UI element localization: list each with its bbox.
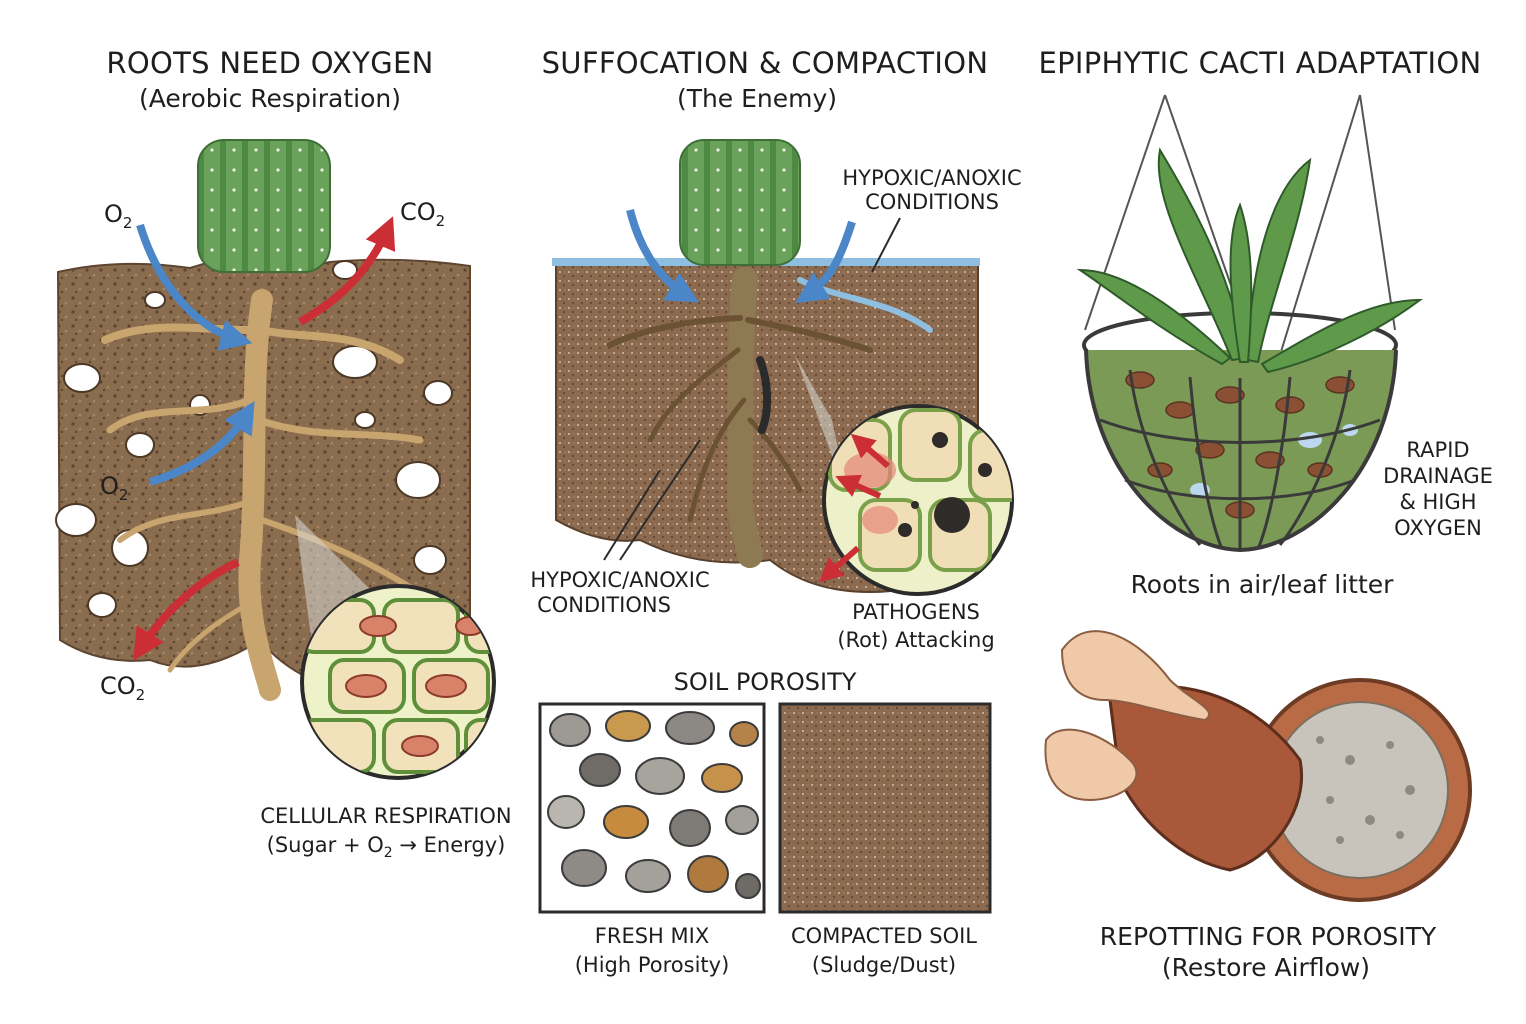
drainage-label-line3: & HIGH xyxy=(1399,490,1477,514)
pathogens-label-line2: (Rot) Attacking xyxy=(837,628,995,652)
hypoxic-label-top-line1: HYPOXIC/ANOXIC xyxy=(842,166,1022,190)
compacted-soil-swatch xyxy=(778,702,992,914)
pathogen-arrow-1 xyxy=(850,433,890,469)
healthy-roots xyxy=(101,289,433,701)
roots-subtitle: (Aerobic Respiration) xyxy=(138,84,402,113)
leader-line-top xyxy=(871,217,901,273)
rotting-roots xyxy=(607,267,873,568)
drainage-label-line1: RAPID xyxy=(1406,438,1470,462)
co2-label-upper: CO2 xyxy=(400,198,446,230)
epiphytic-title: EPIPHYTIC CACTI ADAPTATION xyxy=(1038,46,1482,80)
hanging-wires xyxy=(1084,94,1396,356)
oxygen-arrow-upper xyxy=(136,223,253,351)
hanging-basket-illustration xyxy=(1076,94,1424,553)
suffocation-subtitle: (The Enemy) xyxy=(676,84,838,113)
repotting-title: REPOTTING FOR POROSITY xyxy=(1099,922,1437,951)
mitochondria-magnifier xyxy=(300,584,496,780)
roots-title: ROOTS NEED OXYGEN xyxy=(106,46,434,80)
drainage-label-line4: OXYGEN xyxy=(1394,516,1482,540)
root-ball xyxy=(1108,685,1303,872)
fresh-mix-swatch xyxy=(538,702,766,914)
basket-ribs xyxy=(1099,369,1381,550)
hypoxic-label-top-line2: CONDITIONS xyxy=(865,190,999,214)
rot-lesion xyxy=(756,356,772,434)
oxygen-arrow-lower xyxy=(148,401,255,486)
epiphytic-caption: Roots in air/leaf litter xyxy=(1130,570,1394,599)
compacted-soil-label: COMPACTED SOIL xyxy=(791,924,977,948)
epiphyllum-leaves xyxy=(1076,147,1424,374)
compacted-soil-sublabel: (Sludge/Dust) xyxy=(811,953,957,977)
hypoxic-label-bottom-line2: CONDITIONS xyxy=(537,593,671,617)
fresh-mix-label: FRESH MIX xyxy=(594,924,710,948)
pathogen-magnifier xyxy=(822,404,1014,596)
cactus-stem xyxy=(197,139,331,273)
cellular-respiration-equation: (Sugar + O2 → Energy) xyxy=(266,833,506,862)
cactus-stem-stressed xyxy=(679,139,801,266)
drainage-label-line2: DRAINAGE xyxy=(1383,464,1493,488)
pathogen-arrow-2 xyxy=(835,474,882,499)
suffocated-root-illustration xyxy=(552,139,1014,596)
soil-porosity-title: SOIL POROSITY xyxy=(673,668,857,696)
co2-arrow-upper xyxy=(298,216,396,326)
repotting-illustration xyxy=(1044,630,1472,902)
hypoxic-label-bottom-line1: HYPOXIC/ANOXIC xyxy=(530,568,710,592)
pathogens-label-line1: PATHOGENS xyxy=(852,600,980,624)
repotting-subtitle: (Restore Airflow) xyxy=(1161,953,1371,982)
air-pockets xyxy=(55,260,453,618)
oxygen-label-upper: O2 xyxy=(104,200,133,232)
aerobic-root-illustration xyxy=(55,139,496,780)
co2-arrow-lower xyxy=(133,558,240,661)
leader-line-bottom-1 xyxy=(603,469,661,561)
hand-lower xyxy=(1044,728,1138,802)
pathogen-arrow-3 xyxy=(818,545,860,583)
blocked-oxygen-arrow-left xyxy=(626,209,700,303)
suffocation-title: SUFFOCATION & COMPACTION xyxy=(541,46,989,80)
hand-upper xyxy=(1060,630,1210,722)
blocked-oxygen-arrow-right xyxy=(795,220,856,304)
cellular-respiration-label: CELLULAR RESPIRATION xyxy=(260,804,512,828)
leader-line-bottom-2 xyxy=(619,439,701,561)
fresh-mix-sublabel: (High Porosity) xyxy=(574,953,730,977)
co2-label-lower: CO2 xyxy=(100,672,146,704)
oxygen-label-lower: O2 xyxy=(100,472,129,504)
